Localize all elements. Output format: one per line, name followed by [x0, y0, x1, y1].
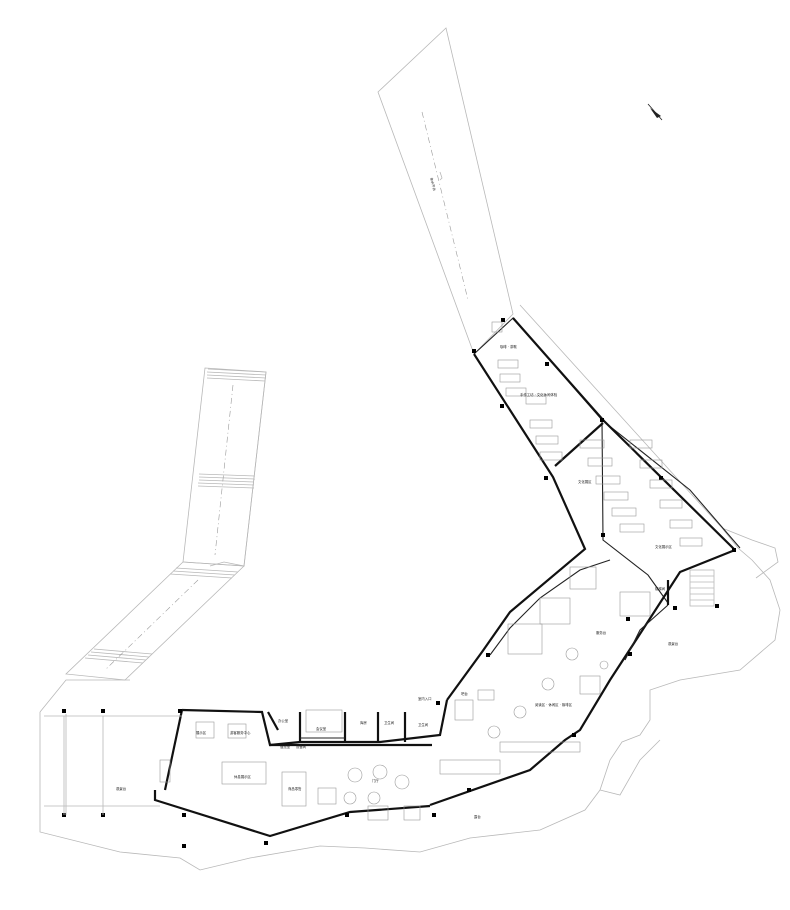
label-east-terrace: 观景台 [668, 641, 679, 646]
label-toilet-2: 卫生间 [418, 722, 429, 727]
label-pier-platform: 亲水平台 [429, 177, 437, 192]
label-storage-1: 库房 [360, 720, 367, 725]
label-entrance-hall: 室内入口 [418, 696, 432, 701]
north-wing-furniture [491, 321, 703, 547]
label-toilet-1: 卫生间 [384, 720, 395, 725]
label-north-2: 手作工坊 · 文化休闲体验 [520, 392, 558, 397]
label-west-4: 商品零售 [288, 786, 302, 791]
north-arrow-icon [647, 103, 663, 121]
west-terrace [44, 714, 182, 815]
label-north-1: 咖啡 · 茶歇 [500, 344, 517, 349]
north-pier [377, 27, 514, 355]
hall-furniture [159, 709, 421, 821]
label-stair: 楼梯间 [655, 586, 666, 591]
label-lounge: 阅读区 · 休闲区 · 咖啡区 [535, 702, 573, 707]
label-west-2: 游客服务中心 [230, 730, 251, 735]
label-office-2: 值班室 [280, 744, 291, 749]
label-office-1: 办公室 [278, 718, 289, 723]
label-north-3: 文化展区 [578, 479, 592, 484]
label-west-3: 休息展示区 [234, 774, 252, 779]
building-walls [153, 317, 741, 838]
lounge-furniture [439, 566, 651, 775]
label-bottom: 露台 [474, 814, 481, 819]
label-bar: 吧台 [461, 691, 468, 696]
label-terrace: 观景台 [116, 786, 127, 791]
east-stair [689, 569, 715, 607]
label-meeting: 会议室 [316, 726, 327, 731]
label-west-1: 展示区 [196, 730, 207, 735]
label-lobby: 门厅 [372, 778, 379, 783]
label-storage-2: 设备间 [296, 744, 307, 749]
label-north-4: 文化展示区 [655, 544, 673, 549]
label-service: 服务台 [596, 630, 607, 635]
room-labels: 亲水平台 咖啡 · 茶歇 手作工坊 · 文化休闲体验 文化展区 文化展示区 楼梯… [116, 177, 679, 819]
site-outline [39, 304, 781, 871]
west-pier [65, 367, 267, 681]
